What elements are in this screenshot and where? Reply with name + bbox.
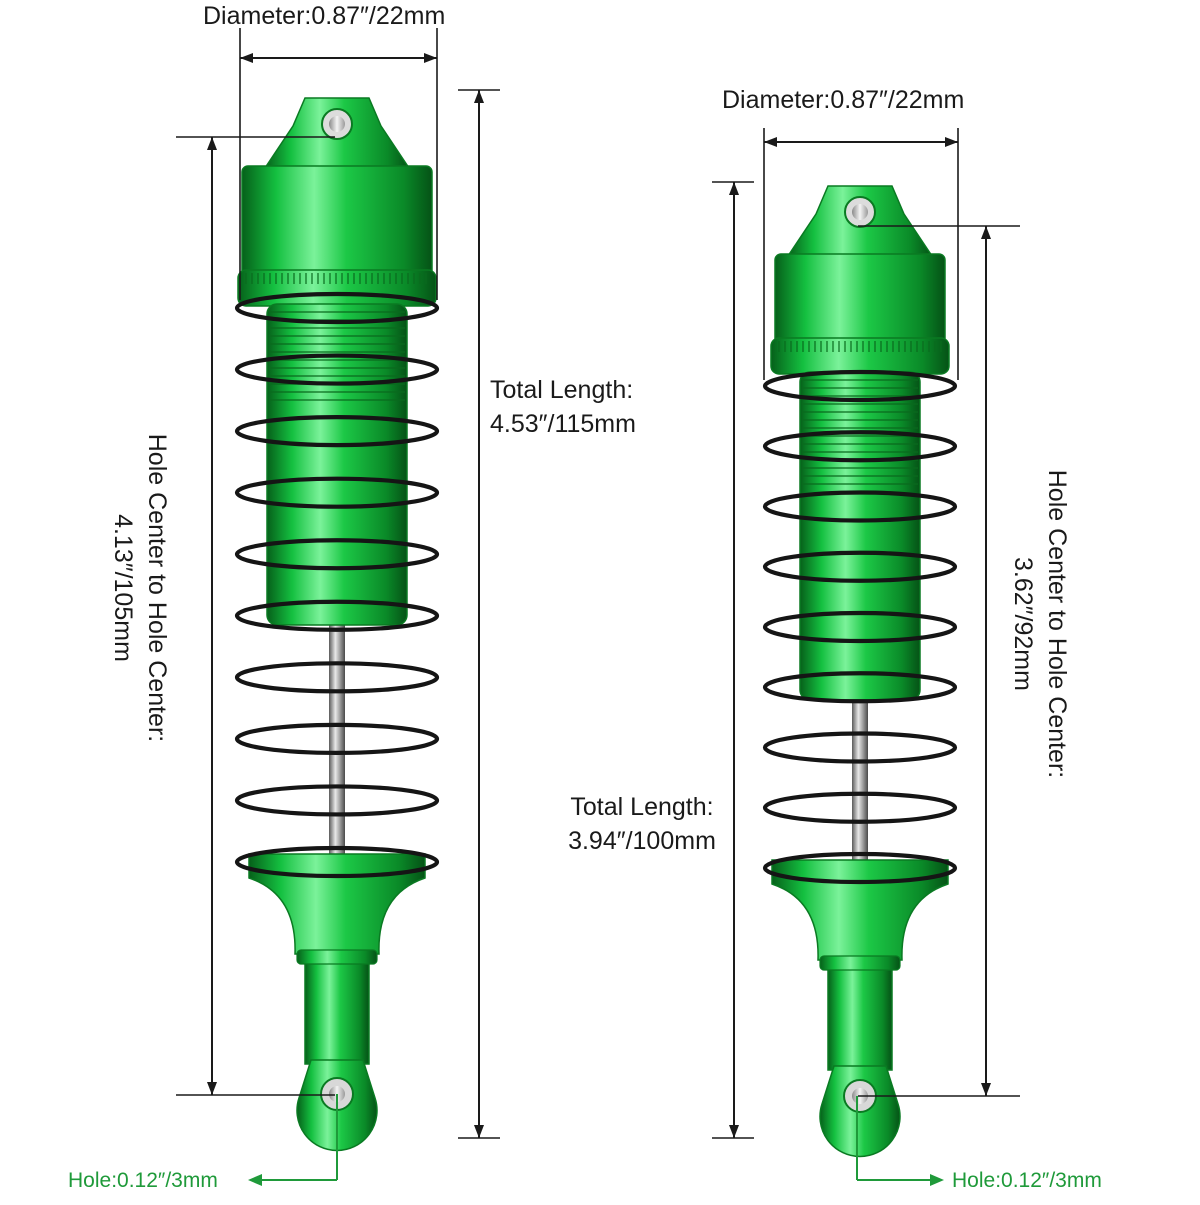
piston-shaft: [329, 615, 345, 872]
rod-end-ring: [819, 955, 901, 971]
left-hole-center-title: Hole Center to Hole Center:: [143, 433, 171, 743]
left-hole-arrowhead: [248, 1174, 262, 1186]
spring-coil: [762, 369, 958, 403]
left-diameter-label: Diameter:0.87″/22mm: [203, 2, 446, 30]
top-cylinder: [774, 253, 946, 345]
right-diameter-label: Diameter:0.87″/22mm: [722, 86, 965, 114]
top-hole-bore: [329, 116, 345, 132]
spring-coil: [762, 791, 958, 824]
spring-seat: [771, 859, 949, 961]
right-diameter-arrow: [764, 137, 958, 147]
left-hole-center-value: 4.13″/105mm: [109, 514, 137, 662]
spring-coil: [762, 851, 958, 885]
top-hole-bore: [852, 204, 868, 220]
spring-coil: [234, 291, 440, 325]
top-cylinder: [241, 165, 433, 277]
left-shock: [234, 97, 440, 1152]
knurled-collar: [237, 269, 437, 307]
left-hole-label: Hole:0.12″/3mm: [68, 1169, 218, 1192]
rod-end-shaft: [304, 953, 370, 1065]
right-total-length-arrow: [729, 182, 739, 1138]
left-hole-center-arrow: [207, 137, 217, 1095]
left-hole-center-label: Hole Center to Hole Center: 4.13″/105mm: [106, 398, 174, 778]
right-shock: [762, 185, 958, 1158]
right-total-length-value: 3.94″/100mm: [568, 827, 716, 855]
left-total-length-label: Total Length: 4.53″/115mm: [490, 373, 636, 441]
spring-coil: [234, 353, 440, 386]
spring-coil: [234, 415, 440, 448]
spring-coil: [234, 538, 440, 571]
right-hole-center-arrow: [981, 226, 991, 1096]
rod-end-ring: [296, 949, 378, 965]
right-hole-label: Hole:0.12″/3mm: [952, 1169, 1102, 1192]
spring-coil: [234, 722, 440, 755]
right-hole-arrowhead: [930, 1174, 944, 1186]
spring-coil: [234, 599, 440, 632]
knurled-collar: [770, 337, 950, 375]
left-total-length-title: Total Length:: [490, 376, 634, 404]
right-total-length-title: Total Length:: [570, 793, 714, 821]
spring-coil: [762, 550, 958, 583]
spring-coil: [762, 731, 958, 764]
spring-coil: [234, 661, 440, 694]
left-total-length-value: 4.53″/115mm: [490, 410, 636, 438]
piston-shaft: [852, 690, 868, 878]
spring-coil: [234, 784, 440, 817]
spring-coil: [234, 845, 440, 879]
left-total-length-arrow: [474, 90, 484, 1138]
spring-coil: [762, 430, 958, 463]
spring-coil: [234, 476, 440, 509]
spring-seat: [248, 853, 426, 955]
spring-coil: [762, 490, 958, 523]
threaded-body: [799, 371, 921, 701]
spring-coil: [762, 671, 958, 704]
rod-end-shaft: [827, 959, 893, 1071]
left-diameter-arrow: [240, 53, 437, 63]
right-total-length-label: Total Length: 3.94″/100mm: [552, 790, 732, 858]
spring-coil: [762, 610, 958, 644]
right-hole-center-label: Hole Center to Hole Center: 3.62″/92mm: [1006, 434, 1074, 814]
right-hole-center-value: 3.62″/92mm: [1009, 557, 1037, 691]
right-hole-center-title: Hole Center to Hole Center:: [1043, 469, 1071, 779]
